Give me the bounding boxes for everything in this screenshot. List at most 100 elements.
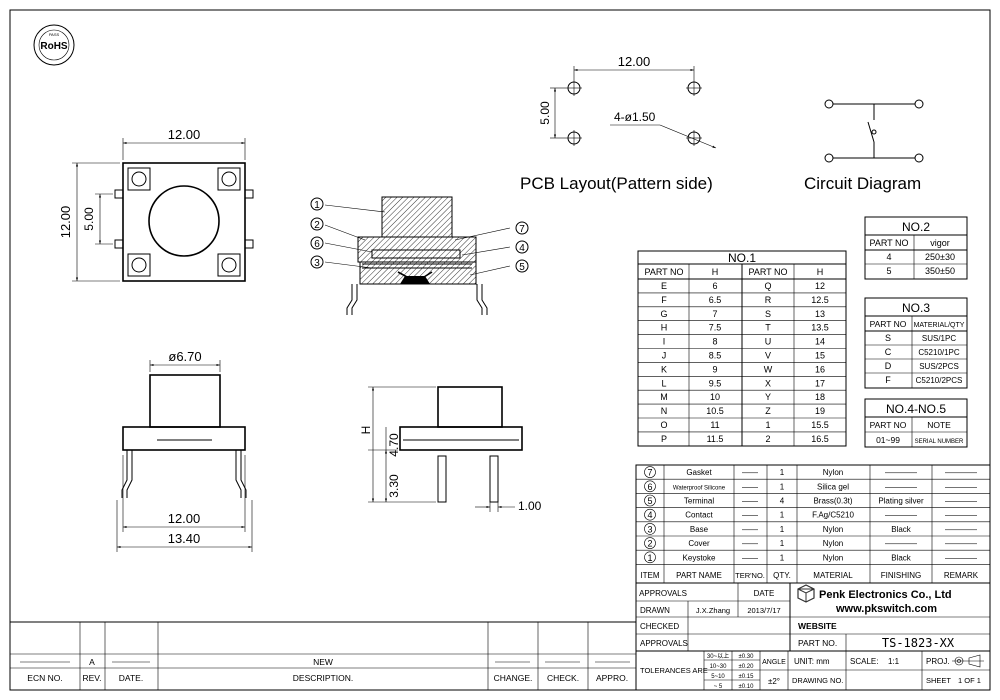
front-view: ø6.70 12.00 13.40: [116, 349, 253, 552]
svg-text:C5210/1PC: C5210/1PC: [918, 348, 960, 357]
no1-cell: 8: [712, 337, 717, 347]
no1-cell: 8.5: [709, 351, 722, 361]
svg-text:CHECKED: CHECKED: [640, 622, 679, 631]
no1-cell: 10.5: [706, 406, 724, 416]
svg-text:10~30: 10~30: [710, 664, 728, 670]
svg-text:REMARK: REMARK: [944, 571, 979, 580]
svg-text:FINISHING: FINISHING: [881, 571, 921, 580]
no1-cell: 12: [815, 281, 825, 291]
revision-block: A NEW ECN NO. REV. DATE. DESCRIPTION. CH…: [10, 621, 636, 690]
no1-cell: 13: [815, 309, 825, 319]
bom-cell-ter: ——: [742, 525, 758, 534]
no1-cell: R: [765, 295, 772, 305]
no1-cell: 7.5: [709, 323, 722, 333]
bom-cell-material: Silica gel: [817, 482, 849, 491]
no1-cell: 9.5: [709, 378, 722, 388]
callout-1: 1: [310, 197, 324, 211]
top-view: 12.00 12.00 5.00: [58, 127, 254, 282]
bom-item-circle: [644, 508, 656, 521]
svg-text:SUS/1PC: SUS/1PC: [922, 334, 956, 343]
side-body-dim: 4.70: [387, 433, 401, 457]
bom-cell-remark: ————: [945, 482, 977, 491]
svg-text:2013/7/17: 2013/7/17: [747, 606, 780, 615]
callout-7: 7: [515, 221, 529, 235]
section-view: 1 2 6 3 7 4 5: [310, 196, 529, 315]
circuit-caption: Circuit Diagram: [804, 174, 921, 193]
callout-6: 6: [310, 236, 324, 250]
no1-cell: 10: [710, 392, 720, 402]
pcb-layout: 12.00 5.00 4-ø1.50 PCB Layout(Pattern si…: [520, 54, 717, 193]
part-number: TS-1823-XX: [882, 636, 955, 650]
bom-cell-finishing: ————: [885, 468, 917, 477]
no1-cell: X: [765, 378, 771, 388]
no1-cell: 19: [815, 406, 825, 416]
no1-cell: K: [661, 364, 667, 374]
svg-text:±0.10: ±0.10: [739, 684, 755, 690]
svg-text:MATERIAL: MATERIAL: [813, 571, 853, 580]
bom-cell-ter: ——: [742, 468, 758, 477]
svg-text:5~10: 5~10: [711, 674, 725, 680]
svg-text:J.X.Zhang: J.X.Zhang: [696, 606, 730, 615]
no1-cell: 17: [815, 378, 825, 388]
pcb-hole-dim: 4-ø1.50: [614, 110, 656, 124]
bom-cell-material: Nylon: [823, 468, 843, 477]
svg-text:±0.20: ±0.20: [739, 664, 755, 670]
svg-text:QTY.: QTY.: [773, 571, 791, 580]
bom-cell-name: Keystoke: [683, 553, 716, 562]
svg-text:±0.15: ±0.15: [739, 674, 755, 680]
svg-text:5: 5: [519, 262, 525, 273]
no1-cell: I: [663, 337, 666, 347]
bom-item-circle: [644, 537, 656, 549]
svg-text:APPROVALS: APPROVALS: [640, 639, 688, 648]
svg-text:ECN NO.: ECN NO.: [27, 673, 62, 683]
bom-cell-remark: ————: [945, 511, 977, 520]
no3-title: NO.3: [902, 301, 930, 315]
svg-text:CHANGE.: CHANGE.: [494, 673, 533, 683]
svg-text:1:1: 1:1: [888, 657, 900, 666]
no1-cell: T: [765, 323, 771, 333]
svg-text:SUS/2PCS: SUS/2PCS: [919, 362, 959, 371]
svg-text:3: 3: [314, 258, 320, 269]
bom-cell-qty: 1: [780, 482, 785, 491]
no1-cell: S: [765, 309, 771, 319]
callout-3: 3: [310, 255, 324, 269]
svg-text:6: 6: [314, 239, 320, 250]
top-pin-spacing-dim: 5.00: [82, 207, 96, 231]
sheet-border: [9, 9, 991, 691]
bom-item-number: 7: [647, 468, 652, 478]
bom-cell-name: Base: [690, 525, 709, 534]
no1-cell: M: [660, 392, 668, 402]
no1-cell: 2: [765, 434, 770, 444]
no1-cell: W: [764, 364, 773, 374]
callout-5: 5: [515, 259, 529, 273]
svg-text:SERIAL NUMBER: SERIAL NUMBER: [915, 439, 964, 445]
side-pin-width-dim: 1.00: [518, 499, 542, 513]
svg-text:30~以上: 30~以上: [707, 652, 729, 660]
side-pin-dim: 3.30: [387, 474, 401, 498]
bom-cell-remark: ————: [945, 525, 977, 534]
svg-text:CHECK.: CHECK.: [547, 673, 579, 683]
svg-text:1: 1: [314, 200, 320, 211]
svg-text:PROJ.: PROJ.: [926, 657, 950, 666]
no1-title: NO.1: [728, 251, 756, 265]
svg-text:C5210/2PCS: C5210/2PCS: [916, 376, 963, 385]
pcb-height-dim: 5.00: [538, 101, 552, 125]
company-url: www.pkswitch.com: [835, 603, 937, 615]
svg-text:5: 5: [886, 266, 891, 276]
no1-cell: 13.5: [811, 323, 829, 333]
penk-logo: [797, 584, 815, 603]
bom-cell-qty: 1: [780, 511, 785, 520]
title-block: APPROVALS DATE DRAWN J.X.Zhang 2013/7/17…: [635, 582, 991, 691]
side-h-dim: H: [359, 426, 373, 435]
svg-text:D: D: [885, 361, 892, 371]
svg-text:2: 2: [314, 220, 320, 231]
no1-cell: P: [661, 434, 667, 444]
table-no3: NO.3 PART NO MATERIAL/QTY S SUS/1PC C C5…: [864, 297, 968, 389]
svg-text:ITEM: ITEM: [640, 571, 659, 580]
rohs-arc-text: PASS: [49, 32, 60, 37]
svg-text:PART NAME: PART NAME: [676, 571, 722, 580]
bom-cell-remark: ————: [945, 553, 977, 562]
bom-cell-name: Terminal: [684, 497, 714, 506]
